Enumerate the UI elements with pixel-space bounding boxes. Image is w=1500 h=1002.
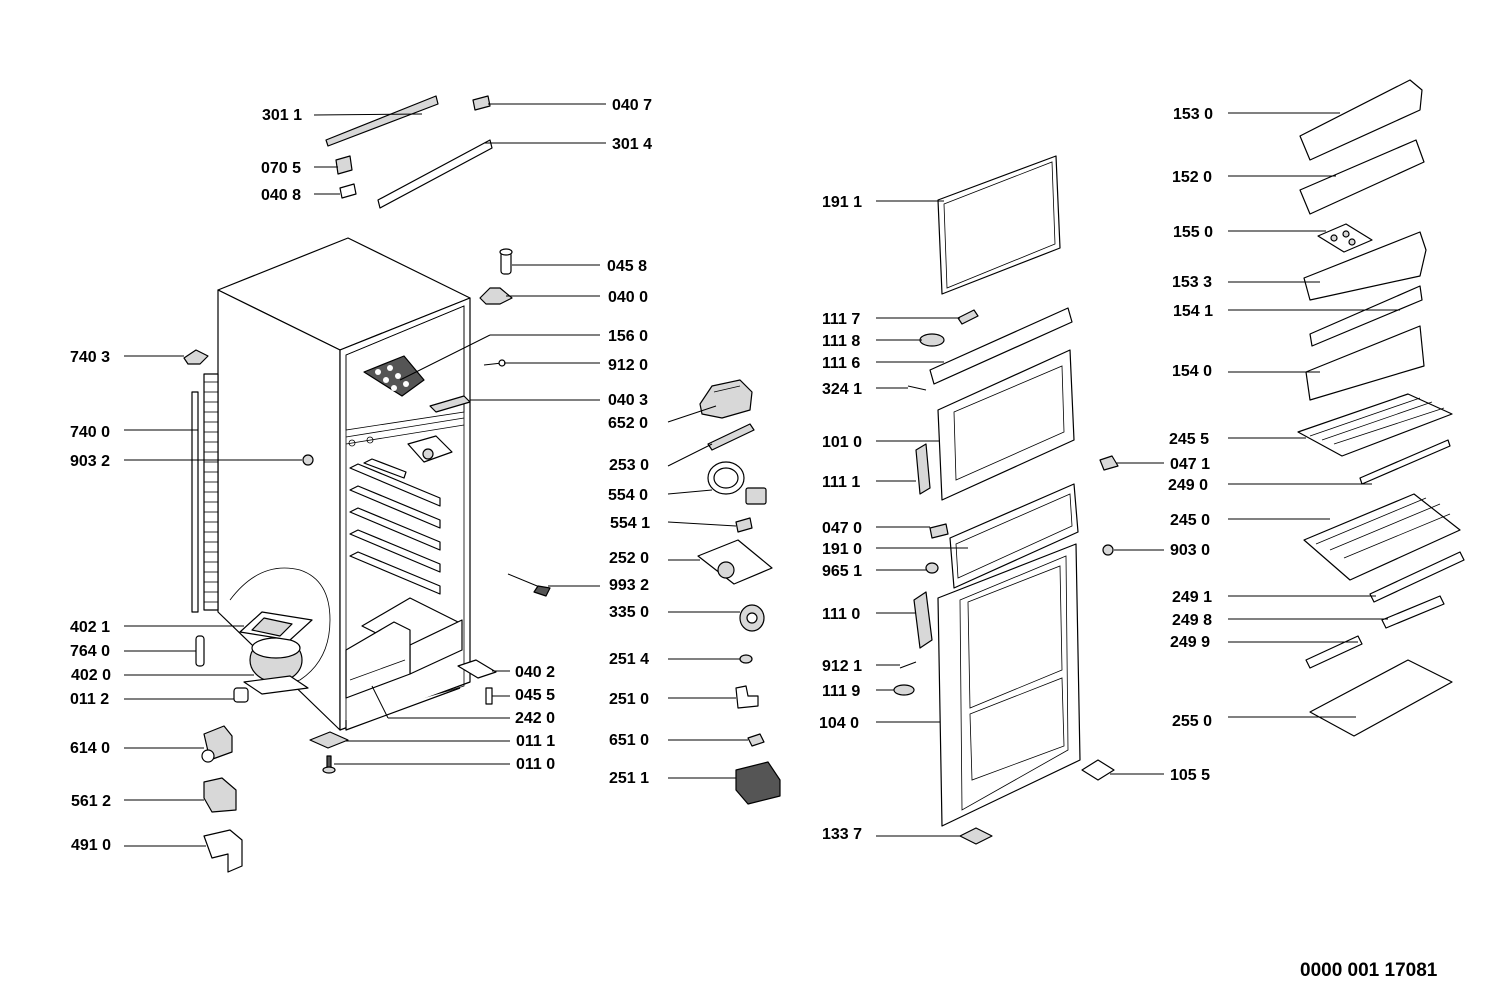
label-3350: 335 0 (609, 604, 649, 621)
label-2514: 251 4 (609, 651, 649, 668)
label-0403: 040 3 (608, 392, 648, 409)
label-1111: 111 1 (822, 474, 860, 491)
condenser-coil (191, 373, 219, 613)
label-0407: 040 7 (612, 97, 652, 114)
label-6140: 614 0 (70, 740, 110, 757)
label-2499: 249 9 (1170, 634, 1210, 651)
label-6510: 651 0 (609, 732, 649, 749)
label-9030: 903 0 (1170, 542, 1210, 559)
label-0705: 070 5 (261, 160, 301, 177)
label-4910: 491 0 (71, 837, 111, 854)
label-2498: 249 8 (1172, 612, 1212, 629)
label-0470: 047 0 (822, 520, 862, 537)
label-2530: 253 0 (609, 457, 649, 474)
drawing-reference-number: 0000 001 17081 (1300, 960, 1438, 981)
top-strip-3011 (325, 95, 439, 147)
freezer-door (907, 307, 1075, 501)
label-0111: 011 1 (516, 733, 555, 750)
label-2491: 249 1 (1172, 589, 1212, 606)
label-2450: 245 0 (1170, 512, 1210, 529)
label-9121: 912 1 (822, 658, 862, 675)
label-1540: 154 0 (1172, 363, 1212, 380)
label-3011: 301 1 (262, 107, 302, 124)
label-7640: 764 0 (70, 643, 110, 660)
label-1530: 153 0 (1173, 106, 1213, 123)
label-1118: 111 8 (822, 333, 860, 350)
part-number-labels: 301 1 040 7 301 4 070 5 040 8 045 8 040 … (70, 97, 1213, 854)
label-1119: 111 9 (822, 683, 860, 700)
label-1533: 153 3 (1172, 274, 1212, 291)
label-1520: 152 0 (1172, 169, 1212, 186)
label-1110: 111 0 (822, 606, 860, 623)
top-strip-3014 (377, 139, 493, 209)
label-1337: 133 7 (822, 826, 862, 843)
label-0400: 040 0 (608, 289, 648, 306)
label-9120: 912 0 (608, 357, 648, 374)
label-0458: 045 8 (607, 258, 647, 275)
label-1550: 155 0 (1173, 224, 1213, 241)
label-7400: 740 0 (70, 424, 110, 441)
label-1560: 156 0 (608, 328, 648, 345)
label-2420: 242 0 (515, 710, 555, 727)
label-2511: 251 1 (609, 770, 649, 787)
label-9651: 965 1 (822, 563, 862, 580)
label-0402: 040 2 (515, 664, 555, 681)
label-0112: 011 2 (70, 691, 109, 708)
middle-column-parts (507, 379, 781, 805)
label-5540: 554 0 (608, 487, 648, 504)
leader-lines (124, 103, 1400, 847)
label-1040: 104 0 (819, 715, 859, 732)
fridge-door (893, 483, 1081, 845)
label-1910: 191 0 (822, 541, 862, 558)
cap-0408 (339, 183, 357, 199)
clip-0407 (472, 95, 491, 111)
label-3014: 301 4 (612, 136, 652, 153)
label-1541: 154 1 (1173, 303, 1213, 320)
label-5612: 561 2 (71, 793, 111, 810)
label-2520: 252 0 (609, 550, 649, 567)
label-1911: 191 1 (822, 194, 862, 211)
label-0110: 011 0 (516, 756, 555, 773)
label-1055: 105 5 (1170, 767, 1210, 784)
label-4020: 402 0 (71, 667, 111, 684)
label-2455: 245 5 (1169, 431, 1209, 448)
label-3241: 324 1 (822, 381, 862, 398)
door-bins-and-shelves (1081, 79, 1465, 781)
label-1117: 111 7 (822, 311, 860, 328)
label-9032: 903 2 (70, 453, 110, 470)
label-1010: 101 0 (822, 434, 862, 451)
label-5541: 554 1 (610, 515, 650, 532)
label-2490: 249 0 (1168, 477, 1208, 494)
label-2510: 251 0 (609, 691, 649, 708)
label-0455: 045 5 (515, 687, 555, 704)
label-1116: 111 6 (822, 355, 860, 372)
refrigerator-cabinet (217, 237, 471, 731)
label-2550: 255 0 (1172, 713, 1212, 730)
label-0408: 040 8 (261, 187, 301, 204)
label-4021: 402 1 (70, 619, 110, 636)
label-7403: 740 3 (70, 349, 110, 366)
hinge-0705 (335, 155, 353, 175)
label-0471: 047 1 (1170, 456, 1210, 473)
label-6520: 652 0 (608, 415, 648, 432)
freezer-door-gasket (937, 155, 1061, 295)
label-9932: 993 2 (609, 577, 649, 594)
